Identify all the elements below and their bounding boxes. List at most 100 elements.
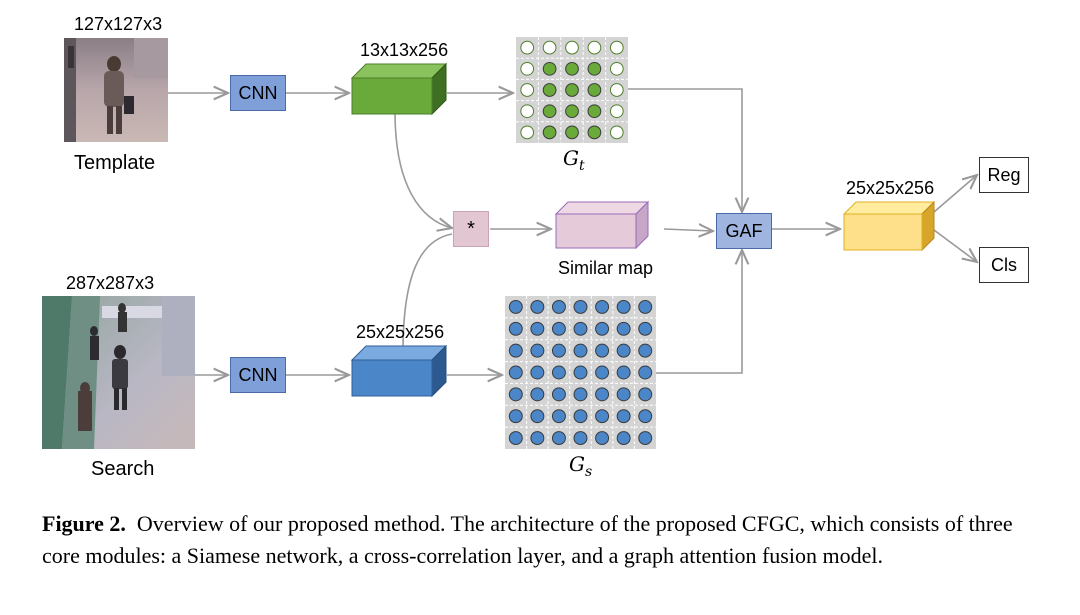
search-graph-node	[508, 321, 523, 336]
search-graph-node	[638, 409, 653, 424]
arrow-gs-gaf	[656, 250, 742, 374]
search-graph-node	[616, 299, 631, 314]
search-graph-node	[616, 431, 631, 446]
template-graph-node	[609, 125, 624, 140]
arrow-fused-cls	[933, 229, 977, 262]
template-graph-node	[542, 61, 557, 76]
search-graph-node	[616, 365, 631, 380]
template-size-label: 127x127x3	[74, 14, 163, 34]
caption-text: Overview of our proposed method. The arc…	[42, 511, 1013, 568]
search-graph-node	[551, 365, 566, 380]
template-graph-node	[609, 83, 624, 97]
template-graph-label: Gt	[563, 146, 585, 174]
template-graph-node	[565, 104, 579, 119]
template-graph	[516, 37, 628, 143]
figure-label: Figure 2.	[42, 511, 126, 536]
search-graph-node	[573, 409, 588, 424]
arrow-similar-map-gaf	[663, 229, 713, 231]
template-graph-node	[520, 61, 535, 76]
template-graph-node	[520, 40, 535, 55]
search-graph-node	[638, 321, 653, 336]
cls-output-box: Cls	[979, 247, 1029, 283]
search-graph-node	[573, 431, 588, 446]
search-graph-node	[573, 365, 588, 380]
search-graph-node	[551, 321, 566, 336]
arrow-gt-gaf	[628, 88, 742, 212]
search-graph-node	[530, 431, 545, 446]
search-graph-node	[595, 387, 610, 402]
search-graph-node	[551, 431, 566, 446]
figure-caption: Figure 2. Overview of our proposed metho…	[42, 508, 1052, 572]
search-graph-node	[573, 387, 588, 402]
similar-map-label: Similar map	[558, 258, 654, 278]
search-size-label: 287x287x3	[66, 273, 155, 293]
template-graph-node	[520, 104, 535, 119]
template-graph-node	[609, 40, 624, 55]
search-graph-node	[530, 343, 545, 358]
search-image	[42, 296, 195, 449]
search-graph-node	[551, 387, 566, 402]
arrow-template-feature-correlation	[394, 111, 452, 228]
search-graph-node	[508, 387, 523, 402]
search-graph-node	[530, 387, 545, 402]
gaf-box: GAF	[716, 213, 772, 249]
search-graph-node	[551, 409, 566, 424]
template-graph-node	[520, 125, 535, 140]
search-graph-node	[616, 343, 631, 358]
search-graph-node	[616, 409, 631, 424]
search-graph-node	[573, 343, 588, 358]
search-feature-block	[350, 344, 448, 398]
search-graph-node	[595, 431, 610, 446]
template-graph-node	[587, 125, 602, 140]
search-feature-size-label: 25x25x256	[356, 322, 445, 342]
search-graph-node	[508, 343, 523, 358]
search-graph-node	[508, 431, 523, 446]
search-graph-node	[616, 321, 631, 336]
search-graph-node	[638, 431, 653, 446]
template-cnn-box: CNN	[230, 75, 286, 111]
template-graph-node	[587, 61, 602, 76]
template-graph-node	[565, 125, 579, 140]
search-graph-node	[551, 299, 566, 314]
template-graph-node	[542, 104, 557, 119]
search-graph-node	[595, 409, 610, 424]
arrow-fused-reg	[933, 175, 977, 213]
template-feature-size-label: 13x13x256	[360, 40, 449, 60]
fused-feature-size-label: 25x25x256	[846, 178, 935, 198]
reg-output-box: Reg	[979, 157, 1029, 193]
similar-map-block	[554, 200, 650, 250]
search-graph-node	[595, 365, 610, 380]
arrow-search-feature-correlation	[402, 233, 453, 353]
cross-correlation-box: *	[453, 211, 489, 247]
search-graph-node	[573, 321, 588, 336]
template-feature-block	[350, 62, 448, 116]
fused-feature-block	[842, 200, 936, 252]
search-graph-node	[638, 343, 653, 358]
template-graph-node	[542, 40, 557, 55]
template-graph-node	[542, 83, 557, 97]
search-graph-node	[638, 299, 653, 314]
template-graph-node	[609, 104, 624, 119]
search-graph-node	[638, 365, 653, 380]
search-graph-node	[616, 387, 631, 402]
template-graph-node	[565, 40, 579, 55]
search-graph-node	[508, 299, 523, 314]
search-graph-node	[508, 365, 523, 380]
search-label: Search	[91, 458, 155, 480]
template-label: Template	[74, 152, 156, 174]
search-graph-node	[530, 321, 545, 336]
search-graph-node	[595, 343, 610, 358]
template-graph-node	[565, 61, 579, 76]
search-graph-node	[530, 365, 545, 380]
search-graph-node	[573, 299, 588, 314]
template-graph-node	[587, 104, 602, 119]
search-graph-node	[508, 409, 523, 424]
search-graph	[505, 296, 656, 449]
template-graph-node	[609, 61, 624, 76]
template-graph-node	[587, 83, 602, 97]
search-graph-node	[551, 343, 566, 358]
search-graph-node	[595, 321, 610, 336]
search-graph-node	[595, 299, 610, 314]
template-graph-node	[565, 83, 579, 97]
